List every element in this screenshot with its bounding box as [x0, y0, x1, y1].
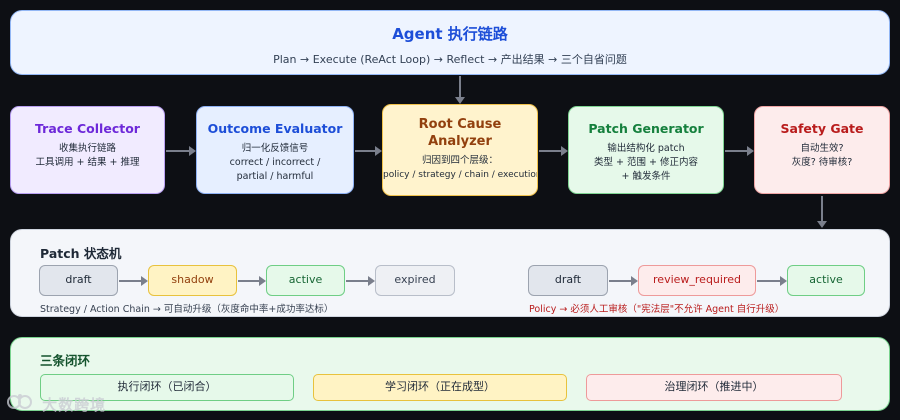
outcome-evaluator-box: Outcome Evaluator 归一化反馈信号 correct / inco… — [196, 106, 354, 194]
brand-logo-icon — [6, 392, 34, 416]
execution-loop-item: 执行闭环（已闭合） — [40, 374, 294, 401]
watermark: 大数跨境 — [6, 392, 106, 416]
state-draft: draft — [528, 265, 608, 296]
step-desc: partial / harmful — [236, 171, 314, 182]
governance-loop-item: 治理闭环（推进中） — [586, 374, 842, 401]
flow-arrow — [817, 196, 827, 228]
step-title: Analyzer — [428, 134, 492, 149]
step-desc: 类型 + 范围 + 修正内容 — [594, 157, 698, 168]
state-shadow: shadow — [148, 265, 237, 296]
state-arrow — [119, 276, 148, 286]
state-machine-title: Patch 状态机 — [40, 246, 122, 261]
state-review-required: review_required — [638, 265, 756, 296]
step-desc: + 触发条件 — [621, 171, 671, 182]
step-title: Trace Collector — [35, 121, 140, 136]
trace-collector-box: Trace Collector 收集执行链路 工具调用 + 结果 + 推理 — [10, 106, 165, 194]
agent-subtitle: Plan → Execute (ReAct Loop) → Reflect → … — [273, 53, 627, 66]
step-desc: 归因到四个层级： — [421, 155, 498, 166]
manual-review-note: Policy → 必须人工审核（"宪法层"不允许 Agent 自行升级） — [529, 304, 785, 315]
step-desc: 归一化反馈信号 — [241, 143, 309, 154]
step-title: Patch Generator — [588, 121, 704, 136]
agent-title: Agent 执行链路 — [392, 25, 508, 43]
patch-generator-box: Patch Generator 输出结构化 patch 类型 + 范围 + 修正… — [568, 106, 724, 194]
root-cause-analyzer-box: Root Cause Analyzer 归因到四个层级： policy / st… — [382, 104, 538, 196]
step-desc: 工具调用 + 结果 + 推理 — [35, 157, 140, 168]
step-desc: 输出结构化 patch — [607, 143, 685, 154]
state-active: active — [266, 265, 345, 296]
step-title: Root Cause — [418, 117, 502, 132]
step-desc: 自动生效? — [800, 143, 844, 154]
state-arrow — [609, 276, 638, 286]
state-draft: draft — [39, 265, 118, 296]
learning-loop-item: 学习闭环（正在成型） — [313, 374, 567, 401]
step-desc: 灰度? 待审核? — [791, 157, 853, 168]
state-arrow — [346, 276, 375, 286]
watermark-text: 大数跨境 — [42, 395, 107, 414]
step-desc: 收集执行链路 — [58, 143, 116, 154]
step-title: Safety Gate — [780, 121, 864, 136]
state-expired: expired — [375, 265, 455, 296]
flow-arrow — [725, 146, 754, 156]
flow-arrow — [539, 146, 568, 156]
step-desc: policy / strategy / chain / execution — [383, 170, 538, 180]
step-title: Outcome Evaluator — [207, 121, 343, 136]
flow-arrow — [455, 76, 465, 104]
state-arrow — [757, 276, 787, 286]
step-desc: correct / incorrect / — [229, 157, 321, 168]
safety-gate-box: Safety Gate 自动生效? 灰度? 待审核? — [754, 106, 890, 194]
agent-execution-panel: Agent 执行链路 Plan → Execute (ReAct Loop) →… — [10, 10, 890, 75]
flow-arrow — [166, 146, 196, 156]
state-active: active — [787, 265, 865, 296]
auto-upgrade-note: Strategy / Action Chain → 可自动升级（灰度命中率+成功… — [40, 304, 334, 315]
loops-title: 三条闭环 — [40, 353, 91, 368]
state-arrow — [238, 276, 266, 286]
flow-arrow — [355, 146, 382, 156]
